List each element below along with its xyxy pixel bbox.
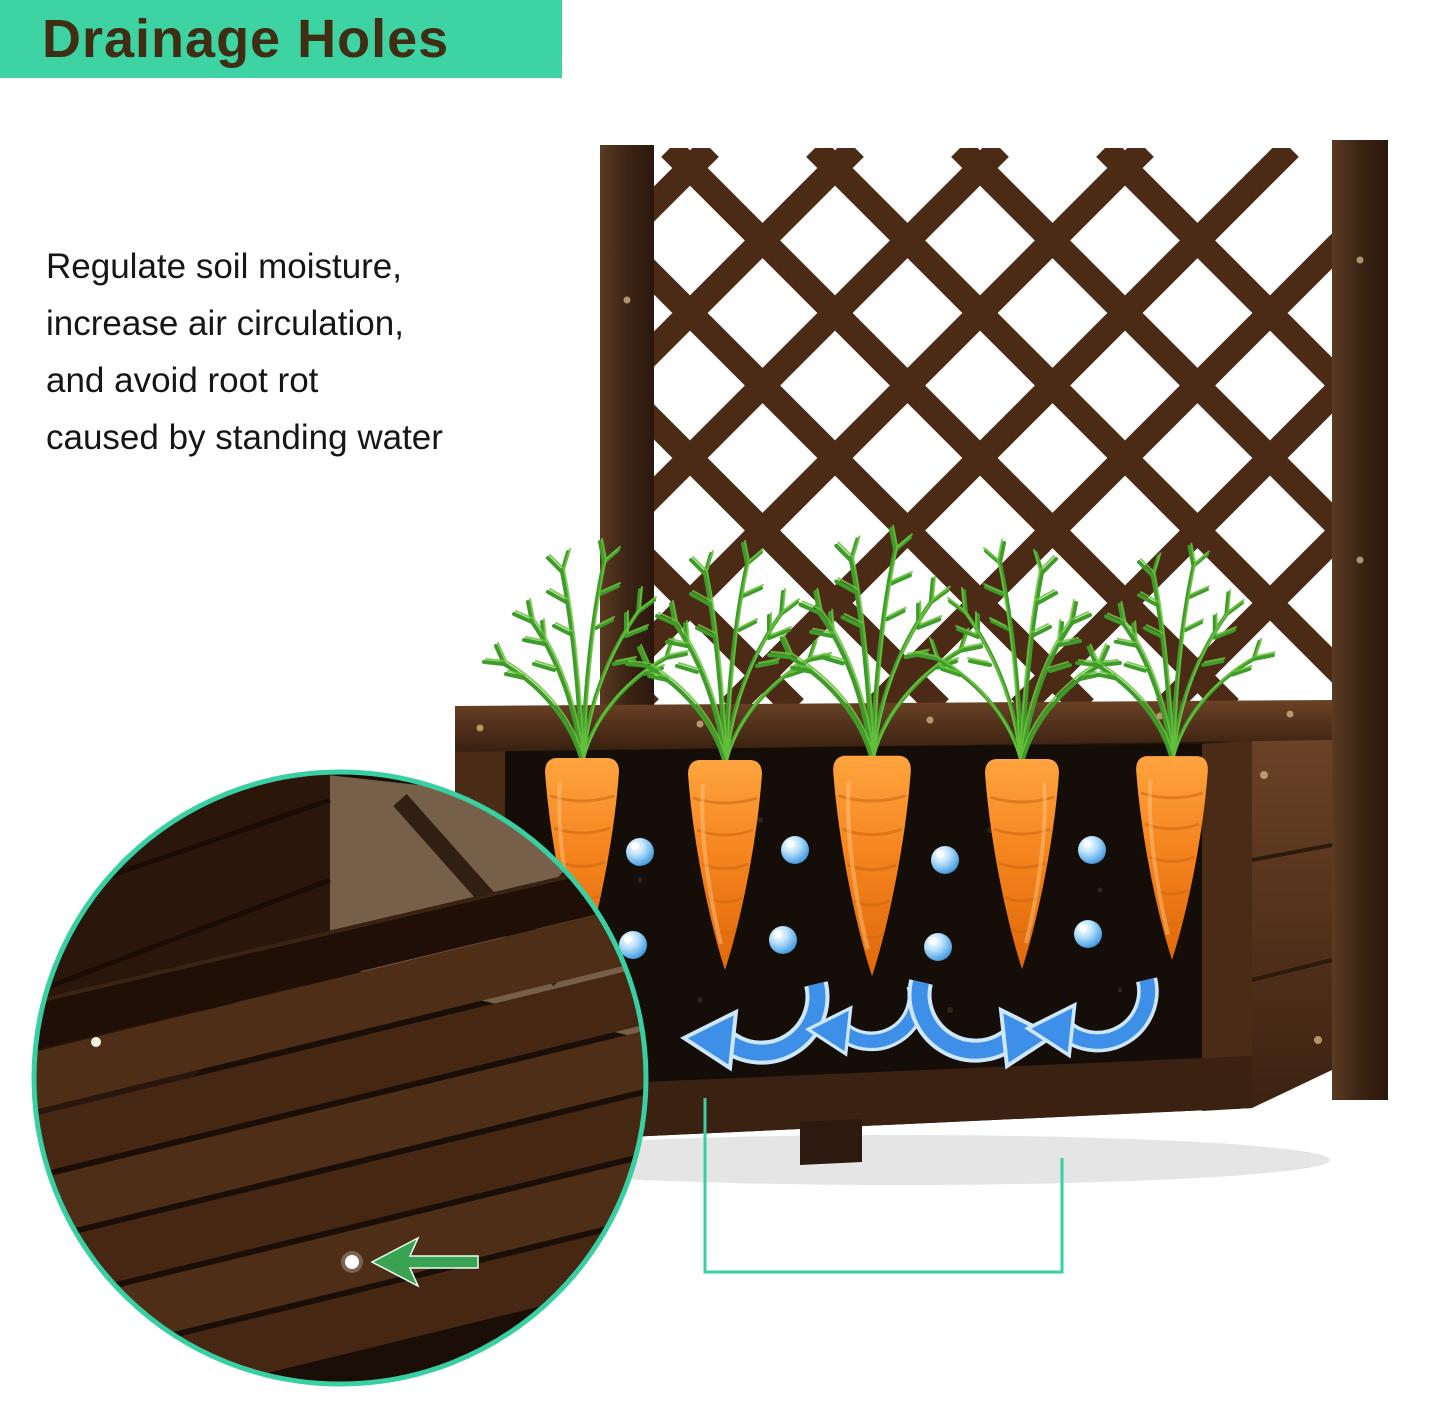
header-band: Drainage Holes	[0, 0, 562, 78]
description-line: Regulate soil moisture,	[46, 247, 402, 286]
inset-border	[31, 769, 649, 1387]
description-line: and avoid root rot	[46, 361, 319, 400]
inset-connector-lines	[703, 1098, 1064, 1274]
trellis-right-post	[1332, 140, 1388, 1100]
description-text: Regulate soil moisture, increase air cir…	[46, 238, 546, 466]
description-line: caused by standing water	[46, 418, 443, 457]
drainage-inset	[31, 769, 649, 1387]
drainage-hole-dot-small	[91, 1037, 101, 1047]
drainage-hole-arrow	[370, 1236, 479, 1288]
planter-rim	[455, 700, 1332, 752]
planter-side-face	[1252, 736, 1332, 1108]
inset-rim-edge	[34, 856, 646, 1050]
planter-right-board	[1202, 740, 1252, 1111]
drainage-hole-dot	[345, 1255, 359, 1269]
description-line: increase air circulation,	[46, 304, 404, 343]
page-title: Drainage Holes	[42, 9, 450, 69]
screws	[476, 710, 1322, 1044]
inset-floor-planks	[34, 902, 646, 1384]
planter-foot	[800, 1119, 862, 1165]
ground-shadow	[470, 1135, 1330, 1185]
planter-bottom-rail	[455, 1056, 1252, 1145]
